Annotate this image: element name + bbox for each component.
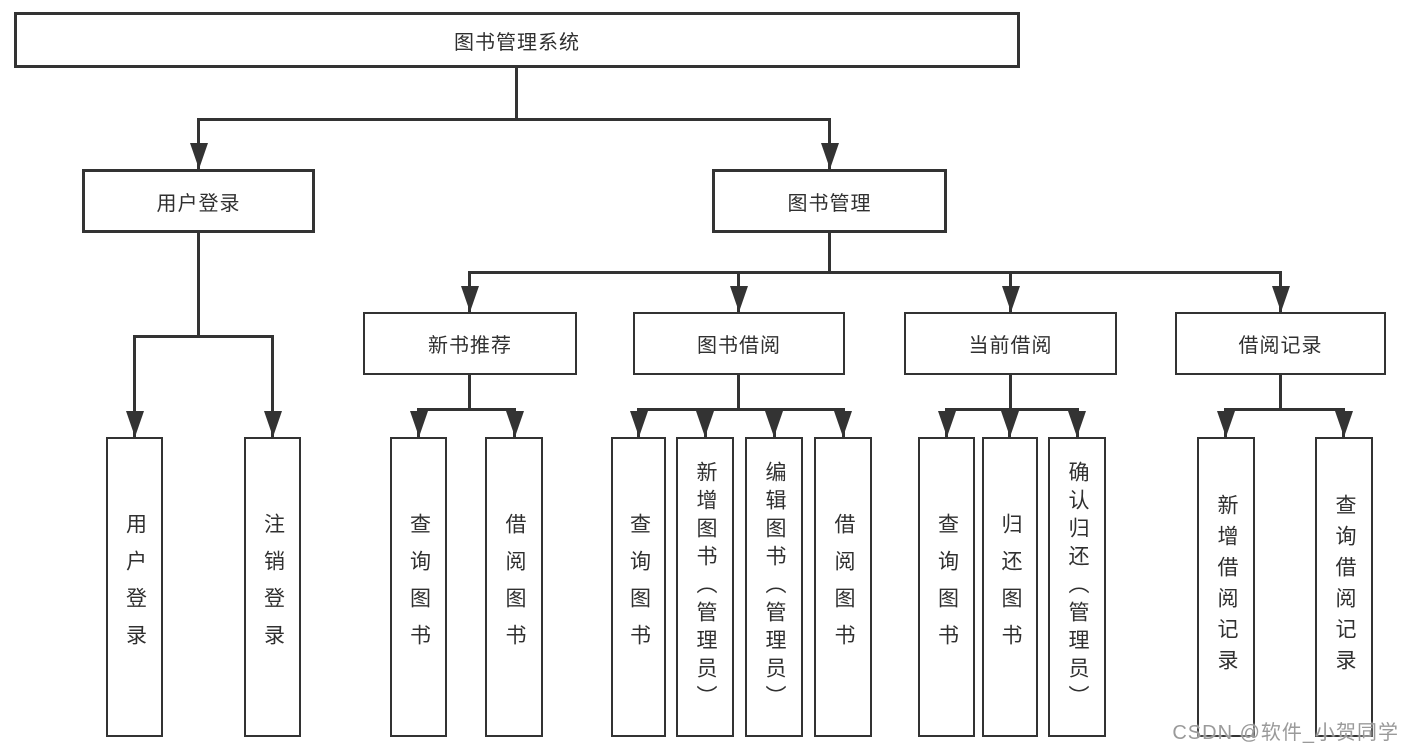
leaf-query-books-borrowing: 查询图书 xyxy=(611,437,666,737)
arrow-down-icon xyxy=(1335,411,1353,437)
arrow-down-icon xyxy=(1068,411,1086,437)
leaf-query-books-current: 查询图书 xyxy=(918,437,975,737)
connector-line xyxy=(197,118,831,121)
connector-line xyxy=(1009,375,1012,408)
connector-line xyxy=(828,233,831,271)
arrow-down-icon xyxy=(264,411,282,437)
node-book-borrowing: 图书借阅 xyxy=(633,312,845,375)
arrow-down-icon xyxy=(1272,286,1290,312)
arrow-down-icon xyxy=(765,411,783,437)
node-new-book-recommendation: 新书推荐 xyxy=(363,312,577,375)
connector-line xyxy=(637,408,845,411)
arrow-down-icon xyxy=(1001,411,1019,437)
arrow-down-icon xyxy=(821,143,839,169)
connector-line xyxy=(133,335,136,437)
connector-line xyxy=(133,335,274,338)
arrow-down-icon xyxy=(506,411,524,437)
arrow-down-icon xyxy=(410,411,428,437)
connector-line xyxy=(271,335,274,437)
leaf-confirm-return-admin: 确认归还（管理员） xyxy=(1048,437,1106,737)
connector-line xyxy=(468,271,1282,274)
arrow-down-icon xyxy=(696,411,714,437)
arrow-down-icon xyxy=(461,286,479,312)
node-borrowing-records: 借阅记录 xyxy=(1175,312,1386,375)
connector-line xyxy=(1279,375,1282,408)
node-library-management-system: 图书管理系统 xyxy=(14,12,1020,68)
node-user-login: 用户登录 xyxy=(82,169,315,233)
node-current-borrowing: 当前借阅 xyxy=(904,312,1117,375)
leaf-query-books-recommend: 查询图书 xyxy=(390,437,447,737)
connector-line xyxy=(197,233,200,335)
node-book-management: 图书管理 xyxy=(712,169,947,233)
connector-line xyxy=(468,375,471,408)
arrow-down-icon xyxy=(126,411,144,437)
connector-line xyxy=(1224,408,1345,411)
leaf-add-borrow-record: 新增借阅记录 xyxy=(1197,437,1255,737)
watermark: CSDN @软件_小贺同学 xyxy=(1172,722,1399,744)
connector-line xyxy=(417,408,516,411)
arrow-down-icon xyxy=(938,411,956,437)
arrow-down-icon xyxy=(834,411,852,437)
connector-line xyxy=(945,408,1079,411)
arrow-down-icon xyxy=(730,286,748,312)
leaf-return-books: 归还图书 xyxy=(982,437,1038,737)
arrow-down-icon xyxy=(630,411,648,437)
leaf-borrow-books-borrowing: 借阅图书 xyxy=(814,437,872,737)
connector-line xyxy=(515,68,518,120)
leaf-user-login: 用户登录 xyxy=(106,437,163,737)
connector-line xyxy=(737,375,740,408)
arrow-down-icon xyxy=(190,143,208,169)
leaf-add-books-admin: 新增图书（管理员） xyxy=(676,437,734,737)
leaf-query-borrow-record: 查询借阅记录 xyxy=(1315,437,1373,737)
leaf-borrow-books-recommend: 借阅图书 xyxy=(485,437,543,737)
arrow-down-icon xyxy=(1002,286,1020,312)
leaf-logout: 注销登录 xyxy=(244,437,301,737)
leaf-edit-books-admin: 编辑图书（管理员） xyxy=(745,437,803,737)
arrow-down-icon xyxy=(1217,411,1235,437)
